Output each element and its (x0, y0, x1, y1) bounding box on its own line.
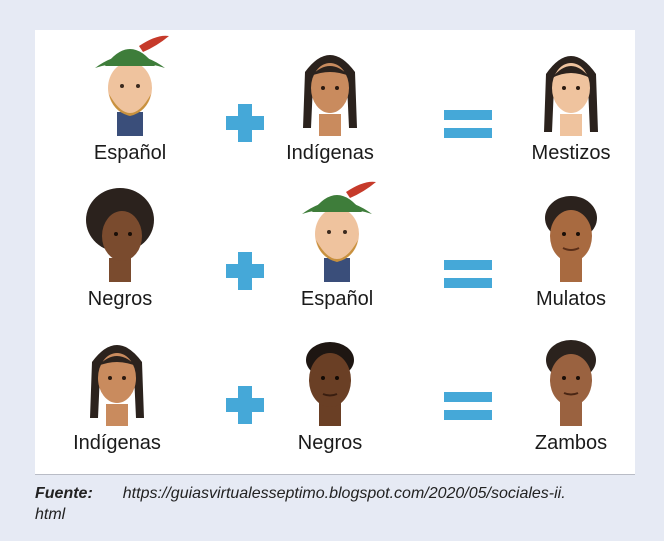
plus-icon (226, 104, 264, 142)
equals-icon (444, 260, 492, 288)
portrait-mestizos: Mestizos (496, 32, 646, 172)
label-mestizos: Mestizos (531, 142, 611, 164)
zambo-man-face-icon (546, 340, 596, 426)
portrait-zambos: Zambos (496, 322, 646, 462)
portrait-negros: Negros (45, 178, 195, 318)
equals-icon (444, 392, 492, 420)
indigenous-woman-face-icon (303, 55, 357, 136)
plus-icon (226, 252, 264, 290)
spaniard-face-icon (95, 35, 169, 136)
label-indigenas: Indígenas (286, 142, 374, 164)
portrait-mulatos: Mulatos (496, 178, 646, 318)
source-link[interactable]: https://guiasvirtualesseptimo.blogspot.c… (122, 485, 566, 502)
label-espanol: Español (93, 142, 167, 164)
mulatto-man-face-icon (545, 196, 597, 282)
portrait-indigenas: Indígenas (255, 32, 405, 172)
portrait-indigenas-2: Indígenas (42, 322, 192, 462)
label-mulatos: Mulatos (535, 288, 607, 310)
label-indigenas-2: Indígenas (73, 432, 161, 454)
mestiza-woman-face-icon (544, 56, 598, 136)
source-label: Fuente: (35, 485, 93, 502)
portrait-espanol-2: Español (262, 178, 412, 318)
black-woman-face-icon (86, 188, 154, 282)
label-zambos: Zambos (534, 432, 608, 454)
black-man-face-icon (306, 342, 354, 426)
indigenous-woman-face-icon (90, 345, 144, 426)
spaniard-face-icon (302, 181, 376, 282)
equals-icon (444, 110, 492, 138)
source-citation: Fuente: https://guiasvirtualesseptimo.blo… (35, 483, 635, 525)
label-espanol-2: Español (300, 288, 374, 310)
plus-icon (226, 386, 264, 424)
portrait-negros-2: Negros (255, 322, 405, 462)
label-negros-2: Negros (297, 432, 363, 454)
divider-line (35, 474, 635, 475)
portrait-espanol: Español (55, 32, 205, 172)
label-negros: Negros (87, 288, 153, 310)
source-link-continued[interactable]: html (35, 506, 66, 523)
